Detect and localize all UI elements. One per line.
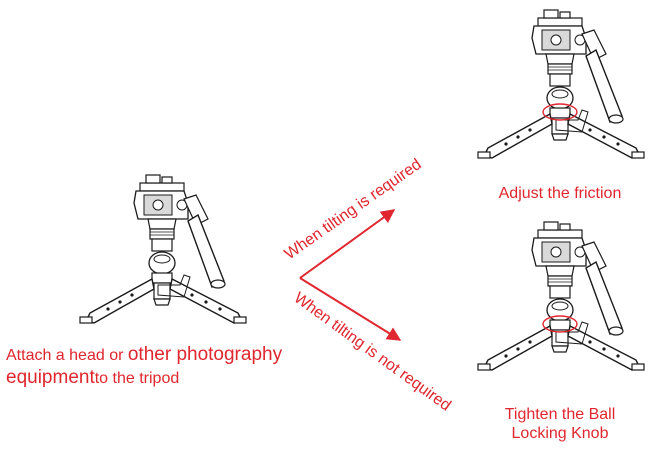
friction-highlight-ring [542,103,578,121]
result-tighten-line2: Locking Knob [511,425,609,443]
tripod-ball-locking-icon [477,221,645,371]
arrow-down-right-icon [299,277,402,341]
tripod-with-video-head-icon [79,174,247,324]
tripod-adjust-friction-icon [477,9,645,159]
result-adjust-friction: Adjust the friction [498,185,622,202]
result-tighten-line1: Tighten the Ball [504,406,616,423]
instruction-part4: to the tripod [94,369,180,387]
instruction-text: Attach a head or other photography equip… [6,344,326,390]
arrow-up-right-icon [299,209,396,279]
instruction-part3: equipment [6,366,95,388]
result-tighten-knob: Tighten the Ball Locking Knob [470,405,650,443]
ball-lock-highlight-ring [542,315,578,333]
instruction-part2: other photography [127,344,283,365]
instruction-part1: Attach a head or [6,347,128,364]
